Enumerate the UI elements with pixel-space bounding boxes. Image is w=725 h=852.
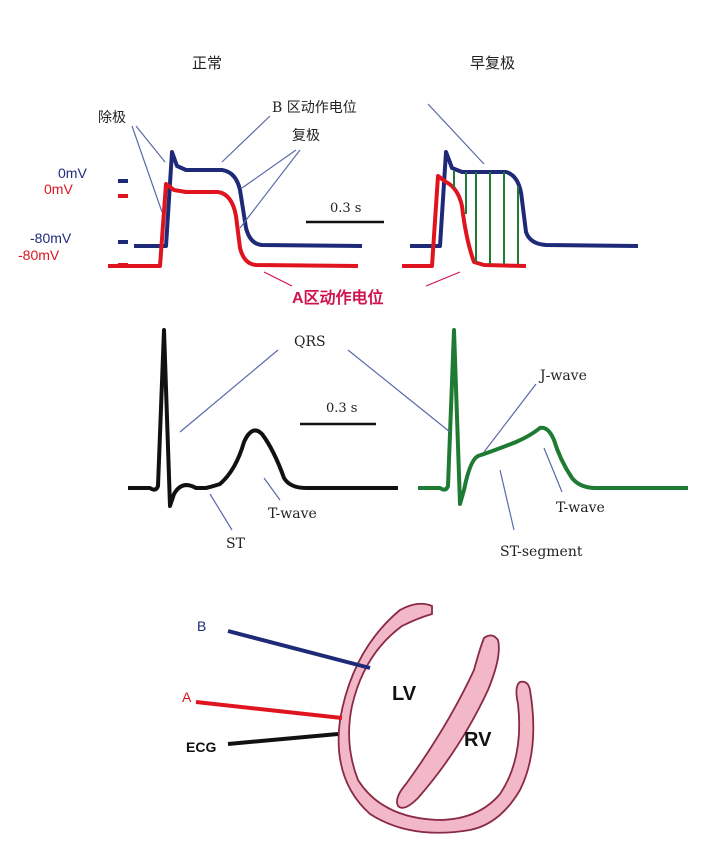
ecg-electrode-lead: [227, 732, 339, 746]
t-wave-right-label: T-wave: [556, 500, 605, 516]
depolarization-label: 除极: [98, 110, 126, 126]
rv-label: RV: [464, 729, 492, 751]
lv-outer-wall: [337, 602, 535, 834]
a-zone-ap-early-repol-trace: [402, 174, 527, 268]
ecg-time-scale-label: 0.3 s: [326, 401, 357, 416]
st-segment-pointer: [499, 469, 515, 531]
qrs-pointer-right: [347, 349, 451, 433]
t-wave-left-label: T-wave: [268, 506, 317, 522]
t-wave-right-pointer: [543, 447, 563, 493]
septum: [396, 634, 500, 809]
ap-time-scale-label: 0.3 s: [330, 201, 361, 216]
qrs-label: QRS: [294, 334, 326, 350]
ecg-electrode-label: ECG: [186, 739, 216, 755]
normal-ecg-trace: [128, 328, 398, 508]
a-zone-ap-pointer-right: [425, 271, 461, 287]
a-zone-ap-pointer: [263, 271, 293, 287]
t-wave-left-pointer: [263, 477, 281, 501]
repolarization-label: 复极: [292, 127, 320, 144]
repolarization-pointer-1: [241, 149, 297, 189]
normal-panel-title: 正常: [192, 54, 222, 72]
b-zone-ap-label: B 区动作电位: [272, 100, 357, 116]
a-electrode-lead: [195, 700, 343, 720]
red-0mv-label: 0mV: [44, 181, 73, 197]
blue-0mv-tick: [118, 179, 128, 183]
depolarization-pointer-1: [135, 125, 166, 163]
st-pointer: [209, 493, 233, 531]
depolarization-pointer-2: [131, 125, 163, 213]
qrs-pointer-left: [179, 349, 279, 433]
j-wave-label: J-wave: [538, 368, 587, 384]
a-zone-ap-label: A区动作电位: [292, 288, 384, 307]
blue-0mv-label: 0mV: [58, 165, 87, 181]
lv-label: LV: [392, 683, 417, 705]
early-repolarization-ecg-trace: [418, 328, 688, 506]
voltage-gradient-lines: [453, 171, 519, 264]
b-electrode-lead: [227, 629, 371, 670]
b-electrode-label: B: [197, 618, 206, 634]
blue-neg80mv-tick: [118, 240, 128, 244]
red-neg80mv-label: -80mV: [18, 247, 60, 263]
blue-neg80mv-label: -80mV: [30, 230, 72, 246]
b-zone-ap-pointer-left: [221, 115, 271, 163]
a-zone-ap-normal-trace: [108, 182, 359, 268]
a-electrode-label: A: [182, 689, 192, 705]
b-zone-ap-normal-trace: [134, 150, 363, 248]
j-wave-pointer: [483, 383, 537, 453]
early-repolarization-panel-title: 早复极: [470, 54, 515, 72]
b-zone-ap-pointer-right: [427, 103, 485, 165]
b-zone-ap-early-repol-trace: [410, 150, 639, 248]
st-segment-label: ST-segment: [500, 544, 583, 560]
red-0mv-tick: [118, 194, 128, 198]
st-label: ST: [226, 536, 246, 552]
repolarization-pointer-2: [239, 149, 301, 229]
